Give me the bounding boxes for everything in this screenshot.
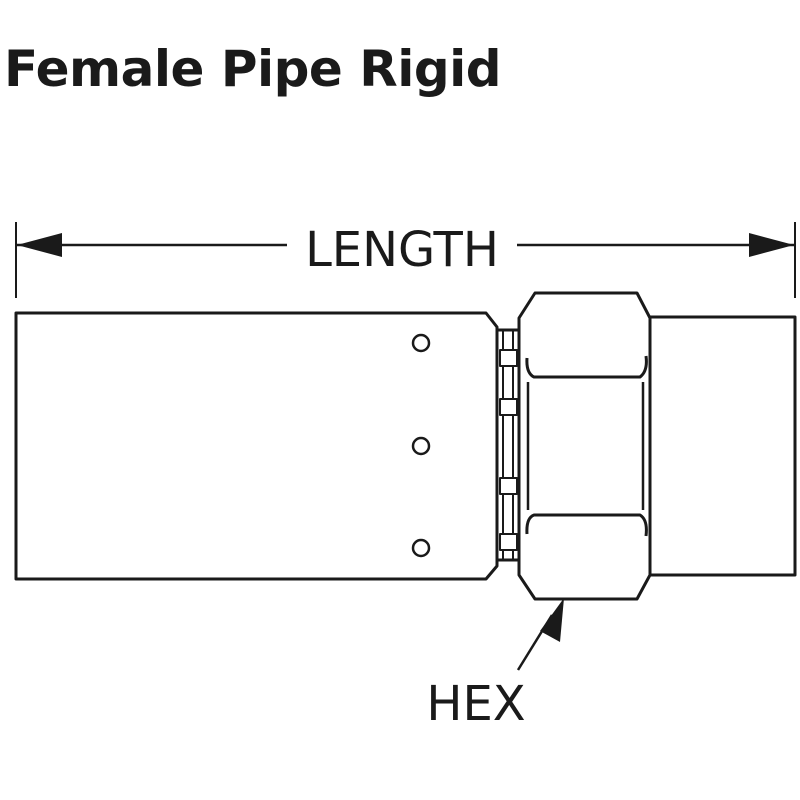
crimp-dot-middle: [411, 436, 431, 456]
collar-notch-bottom: [499, 533, 518, 551]
page-title: Female Pipe Rigid: [4, 40, 502, 98]
collar-notch-top: [499, 349, 518, 367]
length-arrow-right-icon: [749, 233, 794, 257]
hex-face-upper: [525, 355, 648, 379]
ferrule-sleeve: [14, 311, 499, 581]
length-label: LENGTH: [305, 222, 499, 278]
collar-notch-upper: [499, 398, 518, 416]
hex-callout: HEX: [426, 598, 564, 732]
hex-face-lower: [525, 513, 648, 537]
collar-notch-lower: [499, 477, 518, 495]
length-arrow-left-icon: [17, 233, 62, 257]
female-pipe-end: [646, 315, 797, 577]
hex-nut: [517, 291, 652, 601]
crimp-dot-bottom: [411, 538, 431, 558]
fitting-body: [14, 291, 797, 601]
hex-label: HEX: [426, 676, 525, 732]
length-dimension: LENGTH: [15, 222, 796, 298]
hex-arrow-icon: [540, 598, 564, 642]
crimp-dot-top: [411, 333, 431, 353]
